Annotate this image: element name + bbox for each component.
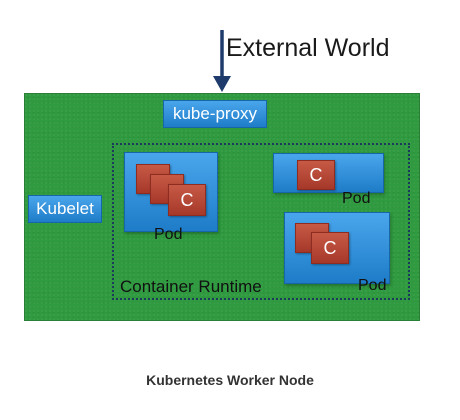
pod-2-label: Pod — [342, 190, 371, 207]
container-runtime-label: Container Runtime — [120, 277, 262, 296]
external-world-label: External World — [226, 34, 390, 62]
pod-3-label: Pod — [358, 277, 387, 294]
down-arrow-icon — [200, 28, 244, 99]
diagram-caption: Kubernetes Worker Node — [146, 372, 314, 388]
pod-3-container: C — [311, 232, 349, 264]
kube-proxy-box: kube-proxy — [163, 100, 267, 128]
kubelet-box: Kubelet — [28, 195, 102, 223]
pod-1-container: C — [168, 184, 206, 216]
pod-2-container: C — [297, 160, 335, 190]
container-runtime-boundary — [112, 143, 410, 300]
pod-1-label: Pod — [154, 226, 183, 243]
